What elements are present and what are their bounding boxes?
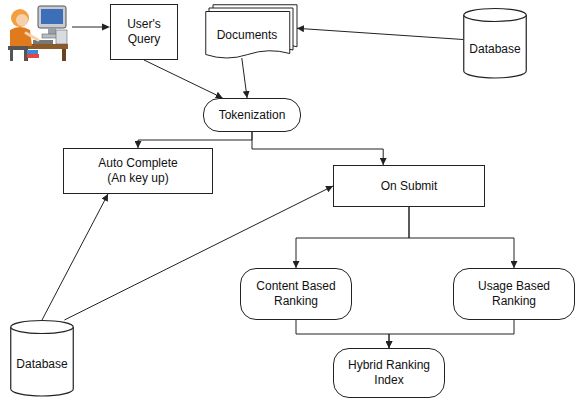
connector-arrow — [296, 320, 389, 348]
node-label: User's Query — [111, 17, 177, 47]
node-label: Tokenization — [219, 108, 286, 123]
node-label: Database — [469, 42, 520, 57]
result-box: Hybrid Ranking Index — [333, 348, 445, 398]
node-label: Content Based Ranking — [249, 279, 344, 309]
connector-arrow — [296, 207, 409, 268]
connector-arrow — [144, 60, 223, 98]
ranking-box: Content Based Ranking — [240, 268, 352, 320]
connector-arrow — [42, 194, 108, 320]
user-at-computer-icon — [8, 6, 68, 61]
database-cylinder: Database — [10, 320, 74, 396]
user-arrow — [72, 24, 110, 31]
process-box: Tokenization — [203, 98, 301, 132]
node-label: Auto Complete (An key up) — [88, 156, 188, 186]
connector-arrow — [297, 28, 463, 39]
query-box: User's Query — [110, 4, 178, 60]
connector-arrow — [138, 132, 252, 148]
database-cylinder: Database — [463, 8, 527, 78]
documents-stack: Documents — [205, 4, 297, 58]
connector-arrow — [242, 58, 247, 98]
node-label: On Submit — [381, 179, 438, 194]
connector-arrow — [252, 132, 383, 165]
node-label: Hybrid Ranking Index — [339, 358, 439, 388]
node-label: Usage Based Ranking — [469, 279, 559, 309]
ranking-box: Usage Based Ranking — [453, 268, 575, 320]
connector-arrow — [389, 320, 514, 348]
node-label: Database — [16, 357, 67, 372]
connector-arrow — [409, 207, 514, 268]
process-box: On Submit — [333, 165, 485, 207]
node-label: Documents — [217, 28, 278, 43]
process-box: Auto Complete (An key up) — [63, 148, 213, 194]
